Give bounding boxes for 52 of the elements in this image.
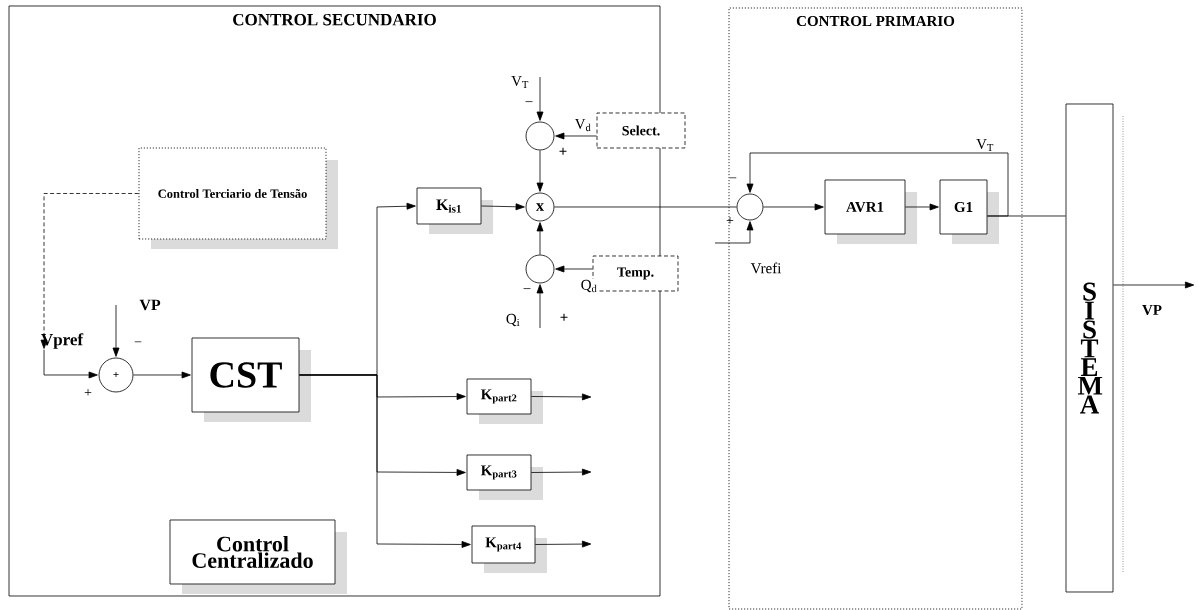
- block-box: CST: [191, 337, 311, 422]
- system-bar: S I S T E M A: [1065, 103, 1124, 593]
- signal-label: −: [523, 288, 531, 290]
- signal-label: +: [560, 313, 568, 321]
- signal-label: VP: [1142, 304, 1162, 315]
- block-box: Control Centralizado: [169, 519, 347, 594]
- signal-label: V$_{T}$: [511, 76, 529, 88]
- arrow: [40, 193, 139, 349]
- arrow: [535, 540, 592, 548]
- arrow: [299, 374, 471, 548]
- signal-label: −: [525, 101, 533, 103]
- dashed-box: Select.: [596, 112, 686, 149]
- signal-label: +: [726, 217, 734, 224]
- edge-label: V$_{T}$: [975, 138, 995, 152]
- block-box: K$_{is1}$: [416, 187, 493, 234]
- arrow: [1113, 281, 1195, 289]
- signal-label: +: [559, 147, 567, 155]
- dotted-box: Control Terciario de Tensão: [138, 147, 338, 249]
- summing-junction: [525, 254, 555, 284]
- block-box: AVR1: [824, 179, 917, 244]
- signal-label: Vpref: [41, 333, 84, 349]
- arrow: [555, 132, 597, 140]
- signal-label: +: [84, 389, 92, 396]
- signal-label: −: [134, 341, 142, 343]
- arrow: [536, 76, 544, 121]
- arrow: [536, 150, 544, 192]
- arrow: [133, 371, 191, 379]
- arrow: [531, 393, 592, 401]
- arrow: [43, 349, 98, 379]
- summing-junction: [525, 121, 555, 151]
- arrow: [536, 284, 544, 329]
- arrow: [112, 304, 120, 357]
- connector-line: [554, 206, 737, 208]
- arrow: [763, 203, 824, 211]
- block-box: K$_{part2}$: [466, 378, 543, 424]
- edge-label: V$_{d}$: [573, 117, 593, 133]
- block-box: G1: [939, 179, 999, 244]
- signal-label: Q$_{i}$: [506, 313, 520, 327]
- arrow: [481, 203, 525, 211]
- arrow: [746, 152, 1009, 217]
- arrow: [531, 468, 592, 476]
- arrow: [555, 265, 593, 273]
- arrow: [536, 222, 544, 255]
- summing-junction: [736, 193, 764, 221]
- block-box: K$_{part4}$: [471, 525, 547, 573]
- arrow: [714, 221, 754, 244]
- edge-label: Q$_{d}$: [579, 278, 599, 294]
- signal-label: −: [729, 177, 737, 179]
- signal-label: VP: [139, 299, 161, 311]
- signal-label: Vrefi: [750, 262, 782, 274]
- block-box: K$_{part3}$: [466, 454, 543, 500]
- arrow: [905, 203, 939, 211]
